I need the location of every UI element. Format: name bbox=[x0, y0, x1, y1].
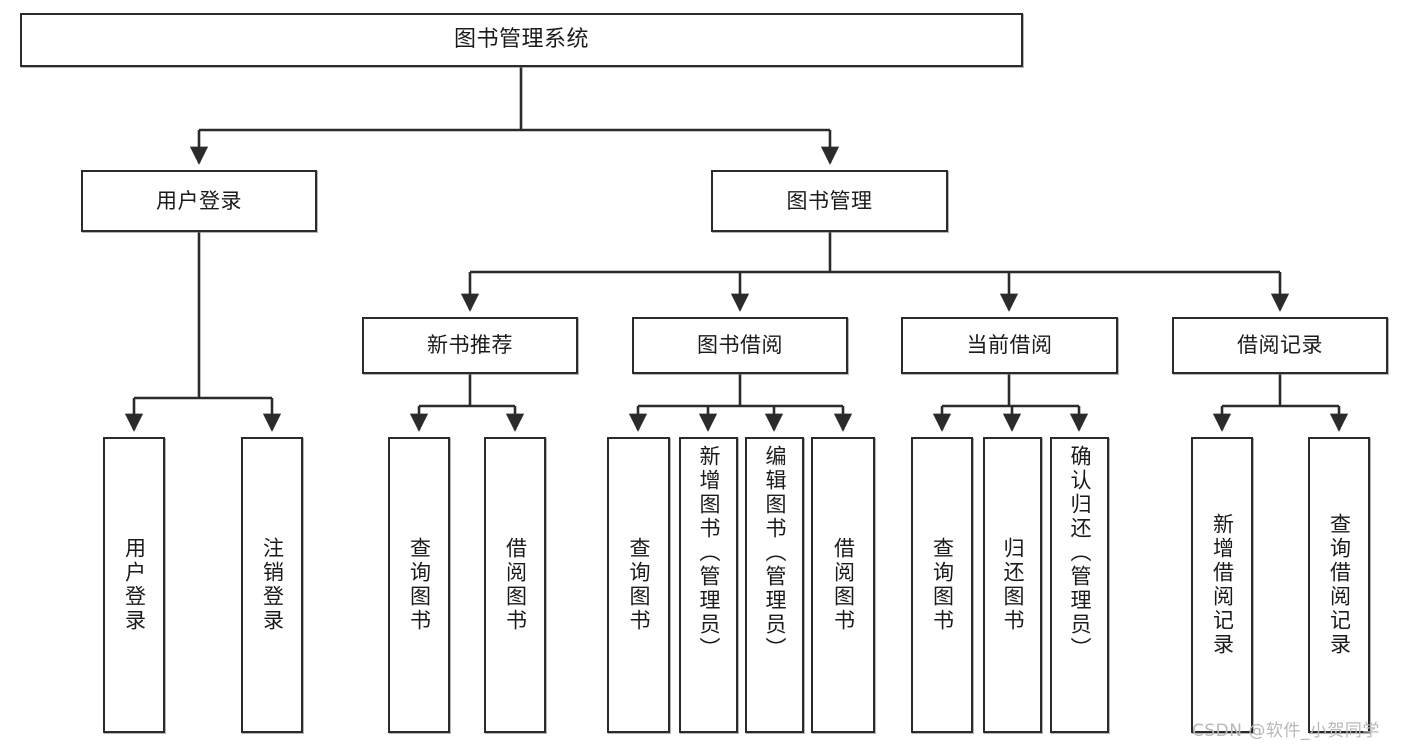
node-label: 当前借阅 bbox=[966, 333, 1053, 358]
node-label: 图书管理 bbox=[786, 188, 873, 213]
node-label: 借阅记录 bbox=[1237, 333, 1323, 358]
node-level2-1: 图书管理 bbox=[711, 170, 948, 232]
node-label: 借阅图书 bbox=[503, 537, 528, 633]
node-label: 用户登录 bbox=[122, 537, 147, 633]
node-label: 查询图书 bbox=[627, 537, 651, 633]
node-level3-1: 图书借阅 bbox=[632, 317, 848, 374]
node-label: 新增图书（管理员） bbox=[697, 445, 721, 661]
node-leaf-0: 用户登录 bbox=[103, 437, 165, 733]
node-label: 用户登录 bbox=[156, 188, 242, 213]
node-leaf-2: 查询图书 bbox=[388, 437, 450, 733]
node-label: 新书推荐 bbox=[427, 333, 513, 358]
node-label: 编辑图书（管理员） bbox=[763, 445, 787, 661]
node-leaf-12: 查询借阅记录 bbox=[1308, 437, 1370, 733]
node-label: 归还图书 bbox=[1001, 537, 1025, 633]
node-level3-0: 新书推荐 bbox=[362, 317, 578, 374]
node-label: 查询图书 bbox=[930, 537, 955, 633]
node-leaf-9: 归还图书 bbox=[983, 437, 1042, 733]
node-leaf-5: 新增图书（管理员） bbox=[679, 437, 738, 733]
node-leaf-7: 借阅图书 bbox=[811, 437, 875, 733]
node-label: 新增借阅记录 bbox=[1210, 513, 1235, 657]
node-label: 图书管理系统 bbox=[453, 27, 589, 53]
node-label: 借阅图书 bbox=[831, 537, 856, 633]
node-label: 查询图书 bbox=[407, 537, 432, 633]
node-leaf-6: 编辑图书（管理员） bbox=[745, 437, 804, 733]
node-leaf-8: 查询图书 bbox=[911, 437, 973, 733]
csdn-watermark: CSDN @软件_小贺同学 bbox=[1192, 721, 1380, 741]
node-root: 图书管理系统 bbox=[20, 13, 1023, 67]
node-level3-3: 借阅记录 bbox=[1172, 317, 1388, 374]
node-leaf-11: 新增借阅记录 bbox=[1191, 437, 1253, 733]
node-leaf-10: 确认归还（管理员） bbox=[1050, 437, 1109, 733]
node-leaf-1: 注销登录 bbox=[241, 437, 303, 733]
node-label: 注销登录 bbox=[260, 537, 285, 633]
node-level2-0: 用户登录 bbox=[81, 170, 317, 232]
node-label: 图书借阅 bbox=[697, 333, 783, 358]
node-label: 确认归还（管理员） bbox=[1068, 445, 1092, 661]
node-leaf-3: 借阅图书 bbox=[484, 437, 546, 733]
node-level3-2: 当前借阅 bbox=[901, 317, 1118, 374]
node-label: 查询借阅记录 bbox=[1327, 513, 1352, 657]
node-leaf-4: 查询图书 bbox=[607, 437, 670, 733]
